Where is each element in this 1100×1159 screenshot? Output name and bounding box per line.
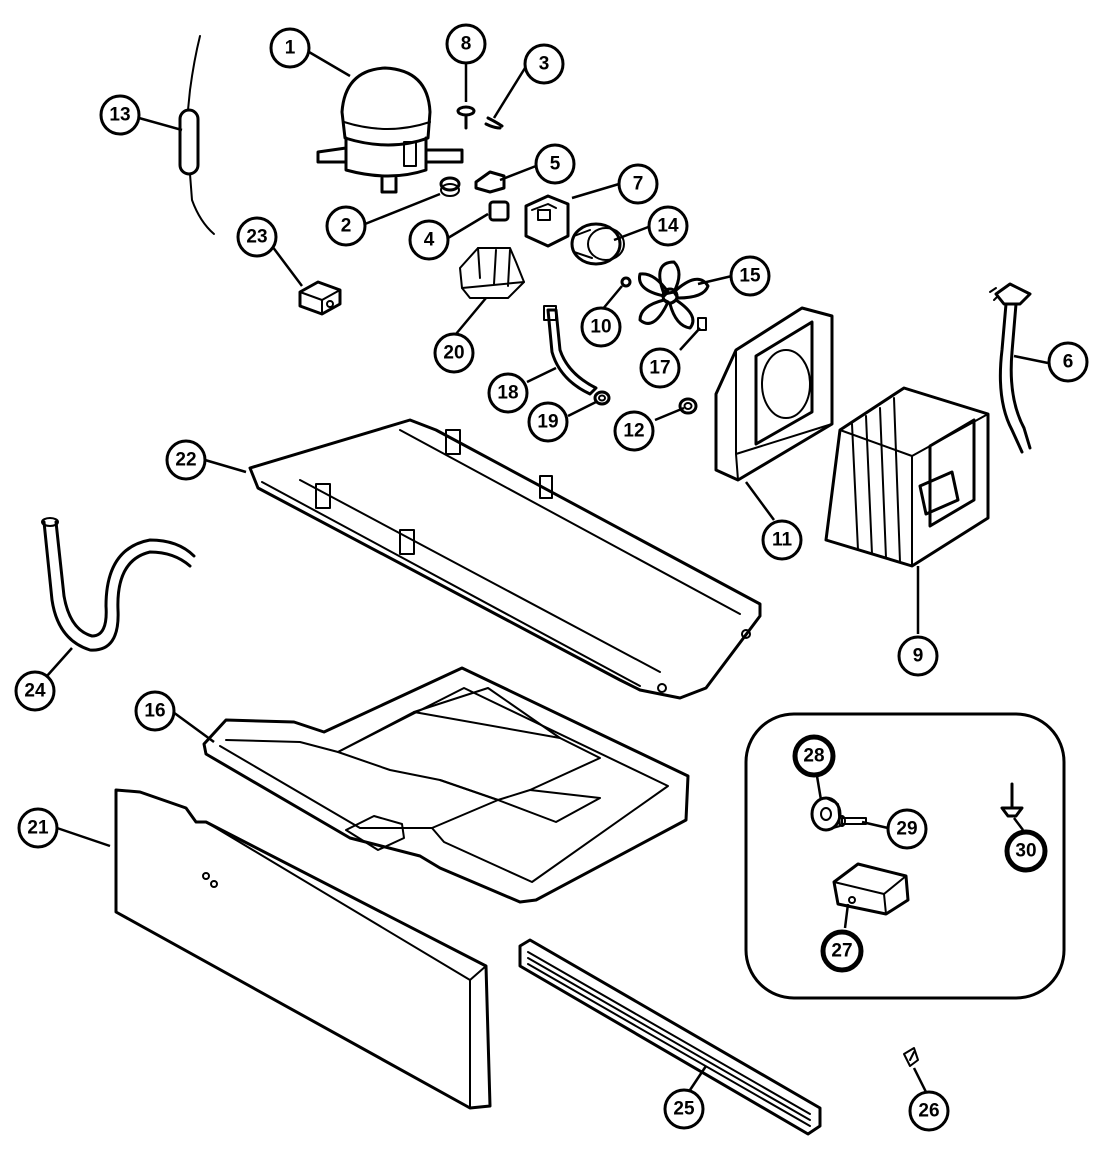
svg-text:15: 15 [739, 266, 761, 287]
screw-part-8 [456, 105, 476, 130]
callout-30: 30 [1004, 829, 1048, 873]
svg-text:21: 21 [27, 818, 49, 839]
svg-text:27: 27 [831, 941, 852, 962]
callout-24: 24 [14, 670, 56, 712]
leader-lines [46, 50, 1049, 1093]
base-plate-part-22 [248, 418, 762, 700]
roller-part-28 [810, 796, 842, 832]
callout-13: 13 [99, 94, 141, 136]
svg-text:16: 16 [144, 701, 165, 722]
callout-27: 27 [820, 929, 864, 973]
svg-text:6: 6 [1063, 352, 1074, 373]
callout-11: 11 [761, 519, 803, 561]
callout-29: 29 [886, 808, 928, 850]
svg-text:29: 29 [896, 819, 917, 840]
svg-text:25: 25 [673, 1099, 695, 1120]
callout-3: 3 [523, 43, 565, 85]
optional-parts-inset [744, 712, 1066, 1000]
svg-text:28: 28 [803, 746, 824, 767]
clip-part-17 [697, 317, 707, 331]
callout-17: 17 [639, 347, 681, 389]
callout-6: 6 [1047, 341, 1089, 383]
svg-text:5: 5 [550, 154, 561, 175]
callout-2: 2 [325, 205, 367, 247]
svg-text:2: 2 [341, 216, 352, 237]
svg-text:8: 8 [461, 34, 472, 55]
svg-text:20: 20 [443, 343, 464, 364]
callout-20: 20 [433, 332, 475, 374]
overload-part-4 [488, 200, 510, 222]
callout-23: 23 [236, 216, 278, 258]
callout-19: 19 [527, 401, 569, 443]
callout-8: 8 [445, 23, 487, 65]
svg-text:23: 23 [246, 227, 267, 248]
svg-text:12: 12 [623, 421, 644, 442]
callout-10: 10 [580, 306, 622, 348]
grommet-part-19 [593, 390, 611, 406]
svg-text:30: 30 [1015, 841, 1036, 862]
grommet-part-12 [678, 397, 698, 415]
callout-4: 4 [408, 219, 450, 261]
condenser-part-9 [824, 386, 990, 568]
callout-5: 5 [534, 143, 576, 185]
callout-12: 12 [613, 410, 655, 452]
svg-text:1: 1 [285, 38, 296, 59]
svg-text:14: 14 [657, 216, 679, 237]
callout-28: 28 [792, 734, 836, 778]
switch-part-23 [298, 280, 342, 316]
callout-18: 18 [487, 372, 529, 414]
svg-text:24: 24 [24, 681, 46, 702]
callout-14: 14 [647, 205, 689, 247]
svg-text:4: 4 [424, 230, 435, 251]
clip-part-3 [484, 116, 504, 130]
callout-7: 7 [617, 163, 659, 205]
svg-text:18: 18 [497, 383, 518, 404]
drier-part-13 [178, 35, 215, 235]
callout-16: 16 [134, 690, 176, 732]
bracket-part-18 [543, 305, 598, 396]
bracket-part-20 [459, 247, 525, 299]
svg-text:7: 7 [633, 174, 644, 195]
svg-text:10: 10 [590, 317, 611, 338]
panel-part-21 [114, 788, 492, 1110]
drain-pan-part-16 [202, 666, 690, 904]
relay-part-7 [524, 194, 570, 248]
callout-25: 25 [663, 1088, 705, 1130]
compressor-part [316, 66, 464, 194]
callout-1: 1 [269, 27, 311, 69]
callout-26: 26 [908, 1090, 950, 1132]
svg-text:19: 19 [537, 412, 558, 433]
svg-text:9: 9 [913, 646, 924, 667]
svg-text:17: 17 [649, 358, 670, 379]
callout-21: 21 [17, 807, 59, 849]
svg-text:13: 13 [109, 105, 130, 126]
grille-part-25 [518, 938, 822, 1136]
svg-text:26: 26 [918, 1101, 939, 1122]
grommet-part-2 [439, 176, 461, 197]
drain-tube-part-24 [41, 517, 196, 652]
screw-part-29 [838, 815, 867, 827]
fan-motor-part-14 [570, 222, 625, 266]
svg-text:3: 3 [539, 54, 550, 75]
fan-shroud-part-11 [714, 306, 834, 482]
clip-part-26 [903, 1047, 919, 1067]
callout-15: 15 [729, 255, 771, 297]
relay-cover-part-5 [474, 170, 506, 194]
washer-part-10 [620, 276, 632, 288]
callout-9: 9 [897, 635, 939, 677]
power-cord-part-6 [989, 282, 1032, 454]
svg-text:22: 22 [175, 450, 196, 471]
svg-text:11: 11 [772, 530, 793, 551]
fan-blade-part-15 [638, 260, 710, 330]
callout-22: 22 [165, 439, 207, 481]
leveling-leg-part-30 [1000, 782, 1024, 818]
roller-bracket-part-27 [832, 862, 910, 916]
